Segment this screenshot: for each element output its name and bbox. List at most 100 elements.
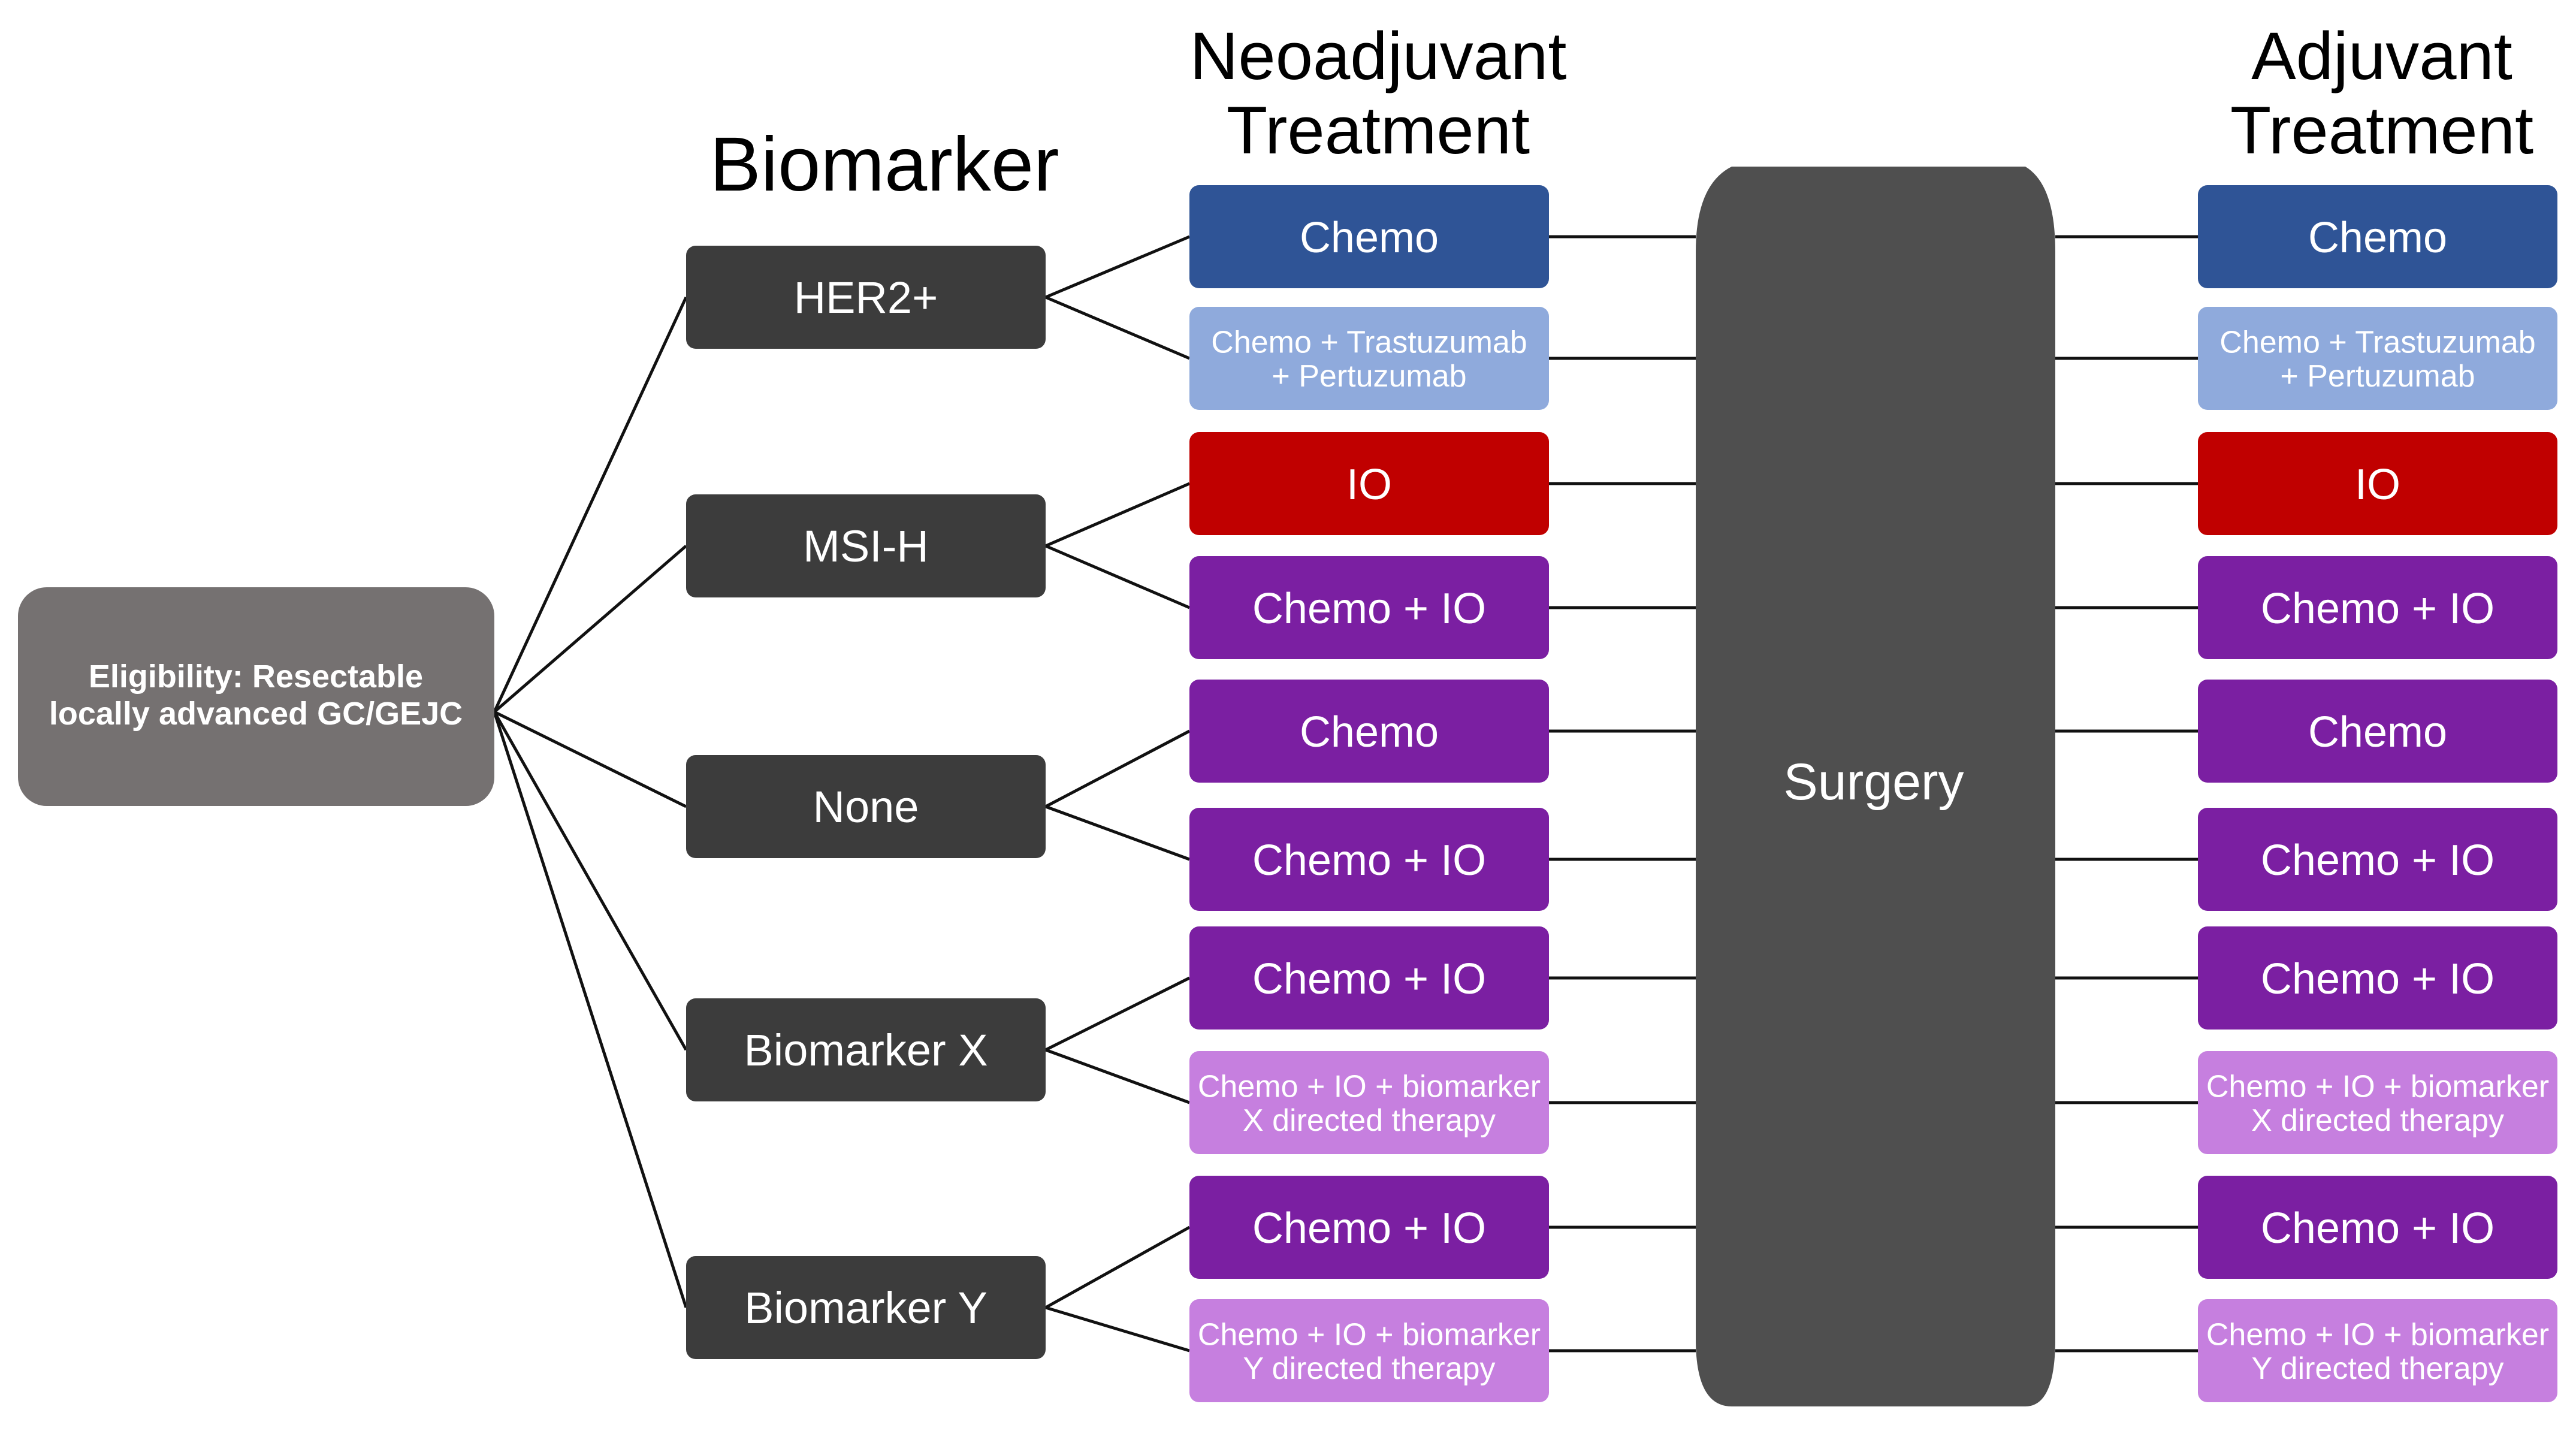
- connector-biomarker-2-to-neo-1: [1045, 805, 1190, 861]
- neoadjuvant-box-3-0: Chemo + IO: [1189, 926, 1549, 1030]
- connector-eligibility-to-biomarker-0: [493, 296, 688, 713]
- adjuvant-box-4-1-label: Chemo + IO + biomarker: [2206, 1318, 2549, 1353]
- adjuvant-box-2-0-bg: [2198, 680, 2557, 783]
- adjuvant-box-3-0-bg: [2198, 926, 2557, 1030]
- biomarker-box-bg: [686, 1256, 1046, 1359]
- adjuvant-box-2-1-label: Chemo + IO: [2261, 837, 2495, 884]
- neoadjuvant-box-4-1-label: Chemo + IO + biomarker: [1198, 1318, 1541, 1353]
- neoadjuvant-box-1-0-label: IO: [1346, 461, 1392, 509]
- neoadjuvant-box-1-1-label: Chemo + IO: [1252, 585, 1486, 633]
- eligibility-line-2: locally advanced GC/GEJC: [49, 696, 463, 732]
- neoadjuvant-box-4-1-bg: [1189, 1299, 1549, 1402]
- biomarker-header: Biomarker: [709, 122, 1059, 207]
- eligibility-line-1: Eligibility: Resectable: [89, 659, 423, 695]
- connector-biomarker-1-to-neo-0: [1045, 482, 1190, 548]
- adjuvant-box-0-0-label: Chemo: [2308, 214, 2447, 262]
- neoadjuvant-box-0-1-bg: [1189, 307, 1549, 410]
- connector-biomarker-1-to-neo-1: [1045, 544, 1190, 609]
- adjuvant-header-line2: Treatment: [2230, 93, 2533, 168]
- adjuvant-box-3-1-label: X directed therapy: [2251, 1103, 2504, 1138]
- biomarker-label: HER2+: [794, 273, 938, 322]
- adjuvant-box-2-1: Chemo + IO: [2198, 808, 2557, 911]
- adjuvant-box-4-1-bg: [2198, 1299, 2557, 1402]
- eligibility-box: Eligibility: Resectable locally advanced…: [18, 587, 494, 806]
- neoadjuvant-box-2-0-label: Chemo: [1300, 708, 1439, 756]
- adjuvant-box-3-0: Chemo + IO: [2198, 926, 2557, 1030]
- connector-biomarker-3-to-neo-0: [1044, 976, 1191, 1052]
- biomarker-box-bg: [686, 755, 1046, 858]
- adjuvant-box-1-0-bg: [2198, 432, 2557, 535]
- neoadjuvant-box-4-1-label: Y directed therapy: [1243, 1351, 1495, 1386]
- biomarker-box-4: Biomarker Y: [686, 1256, 1046, 1359]
- neoadjuvant-box-2-1: Chemo + IO: [1189, 808, 1549, 911]
- adjuvant-box-4-0-bg: [2198, 1176, 2557, 1279]
- neoadjuvant-box-4-0-label: Chemo + IO: [1252, 1204, 1486, 1252]
- biomarker-box-bg: [686, 494, 1046, 597]
- neoadjuvant-header-line1: Neoadjuvant: [1190, 19, 1567, 93]
- neoadjuvant-box-0-1-label: Chemo + Trastuzumab: [1211, 325, 1527, 360]
- neoadjuvant-box-3-0-label: Chemo + IO: [1252, 955, 1486, 1003]
- adjuvant-box-0-1-bg: [2198, 307, 2557, 410]
- adjuvant-box-1-1-bg: [2198, 556, 2557, 659]
- adjuvant-box-3-0-label: Chemo + IO: [2261, 955, 2495, 1003]
- biomarker-label: None: [813, 782, 919, 832]
- adjuvant-box-4-0: Chemo + IO: [2198, 1176, 2557, 1279]
- connector-biomarker-4-to-neo-1: [1045, 1306, 1190, 1353]
- adjuvant-box-2-0-label: Chemo: [2308, 708, 2447, 756]
- neoadjuvant-box-2-1-label: Chemo + IO: [1252, 837, 1486, 884]
- adjuvant-box-1-0: IO: [2198, 432, 2557, 535]
- adjuvant-box-1-0-label: IO: [2355, 461, 2400, 509]
- adjuvant-box-3-1-label: Chemo + IO + biomarker: [2206, 1070, 2549, 1104]
- neoadjuvant-box-2-1-bg: [1189, 808, 1549, 911]
- biomarker-box-3: Biomarker X: [686, 998, 1046, 1101]
- biomarker-label: Biomarker X: [744, 1025, 987, 1075]
- connector-lines: [493, 235, 2198, 1353]
- neoadjuvant-box-1-1: Chemo + IO: [1189, 556, 1549, 659]
- adjuvant-box-0-1-label: + Pertuzumab: [2280, 359, 2475, 394]
- adjuvant-box-1-1: Chemo + IO: [2198, 556, 2557, 659]
- neoadjuvant-box-1-0-bg: [1189, 432, 1549, 535]
- connector-eligibility-to-biomarker-1: [493, 545, 687, 713]
- biomarker-label: Biomarker Y: [744, 1283, 987, 1333]
- surgery-box-bg: [1696, 167, 2055, 1406]
- surgery-box: Surgery: [1696, 167, 2055, 1406]
- neoadjuvant-box-4-0: Chemo + IO: [1189, 1176, 1549, 1279]
- adjuvant-box-0-0: Chemo: [2198, 185, 2557, 288]
- neoadjuvant-box-2-0: Chemo: [1189, 680, 1549, 783]
- adjuvant-box-1-1-label: Chemo + IO: [2261, 585, 2495, 633]
- neoadjuvant-box-0-1-label: + Pertuzumab: [1272, 359, 1466, 394]
- neoadjuvant-box-3-0-bg: [1189, 926, 1549, 1030]
- neoadjuvant-box-3-1-label: X directed therapy: [1243, 1103, 1496, 1138]
- connector-biomarker-0-to-neo-0: [1045, 235, 1190, 299]
- connector-biomarker-2-to-neo-0: [1044, 729, 1191, 808]
- eligibility-box-bg: [18, 587, 494, 806]
- connector-biomarker-4-to-neo-0: [1044, 1225, 1191, 1309]
- biomarker-box-1: MSI-H: [686, 494, 1046, 597]
- adjuvant-box-2-1-bg: [2198, 808, 2557, 911]
- connector-biomarker-3-to-neo-1: [1045, 1048, 1190, 1104]
- adjuvant-box-2-0: Chemo: [2198, 680, 2557, 783]
- adjuvant-box-0-0-bg: [2198, 185, 2557, 288]
- biomarker-box-2: None: [686, 755, 1046, 858]
- adjuvant-box-0-1: Chemo + Trastuzumab+ Pertuzumab: [2198, 307, 2557, 410]
- connector-eligibility-to-biomarker-2: [493, 710, 687, 808]
- neoadjuvant-box-4-0-bg: [1189, 1176, 1549, 1279]
- neoadjuvant-header-line2: Treatment: [1227, 93, 1530, 168]
- adjuvant-box-4-1-label: Y directed therapy: [2251, 1351, 2503, 1386]
- neoadjuvant-box-0-0-bg: [1189, 185, 1549, 288]
- neoadjuvant-box-3-1-label: Chemo + IO + biomarker: [1198, 1070, 1541, 1104]
- biomarker-box-bg: [686, 246, 1046, 349]
- neoadjuvant-box-3-1-bg: [1189, 1051, 1549, 1154]
- neoadjuvant-box-2-0-bg: [1189, 680, 1549, 783]
- surgery-label: Surgery: [1783, 753, 1964, 811]
- neoadjuvant-box-0-0: Chemo: [1189, 185, 1549, 288]
- adjuvant-box-3-1-bg: [2198, 1051, 2557, 1154]
- biomarker-box-bg: [686, 998, 1046, 1101]
- adjuvant-box-4-0-label: Chemo + IO: [2261, 1204, 2495, 1252]
